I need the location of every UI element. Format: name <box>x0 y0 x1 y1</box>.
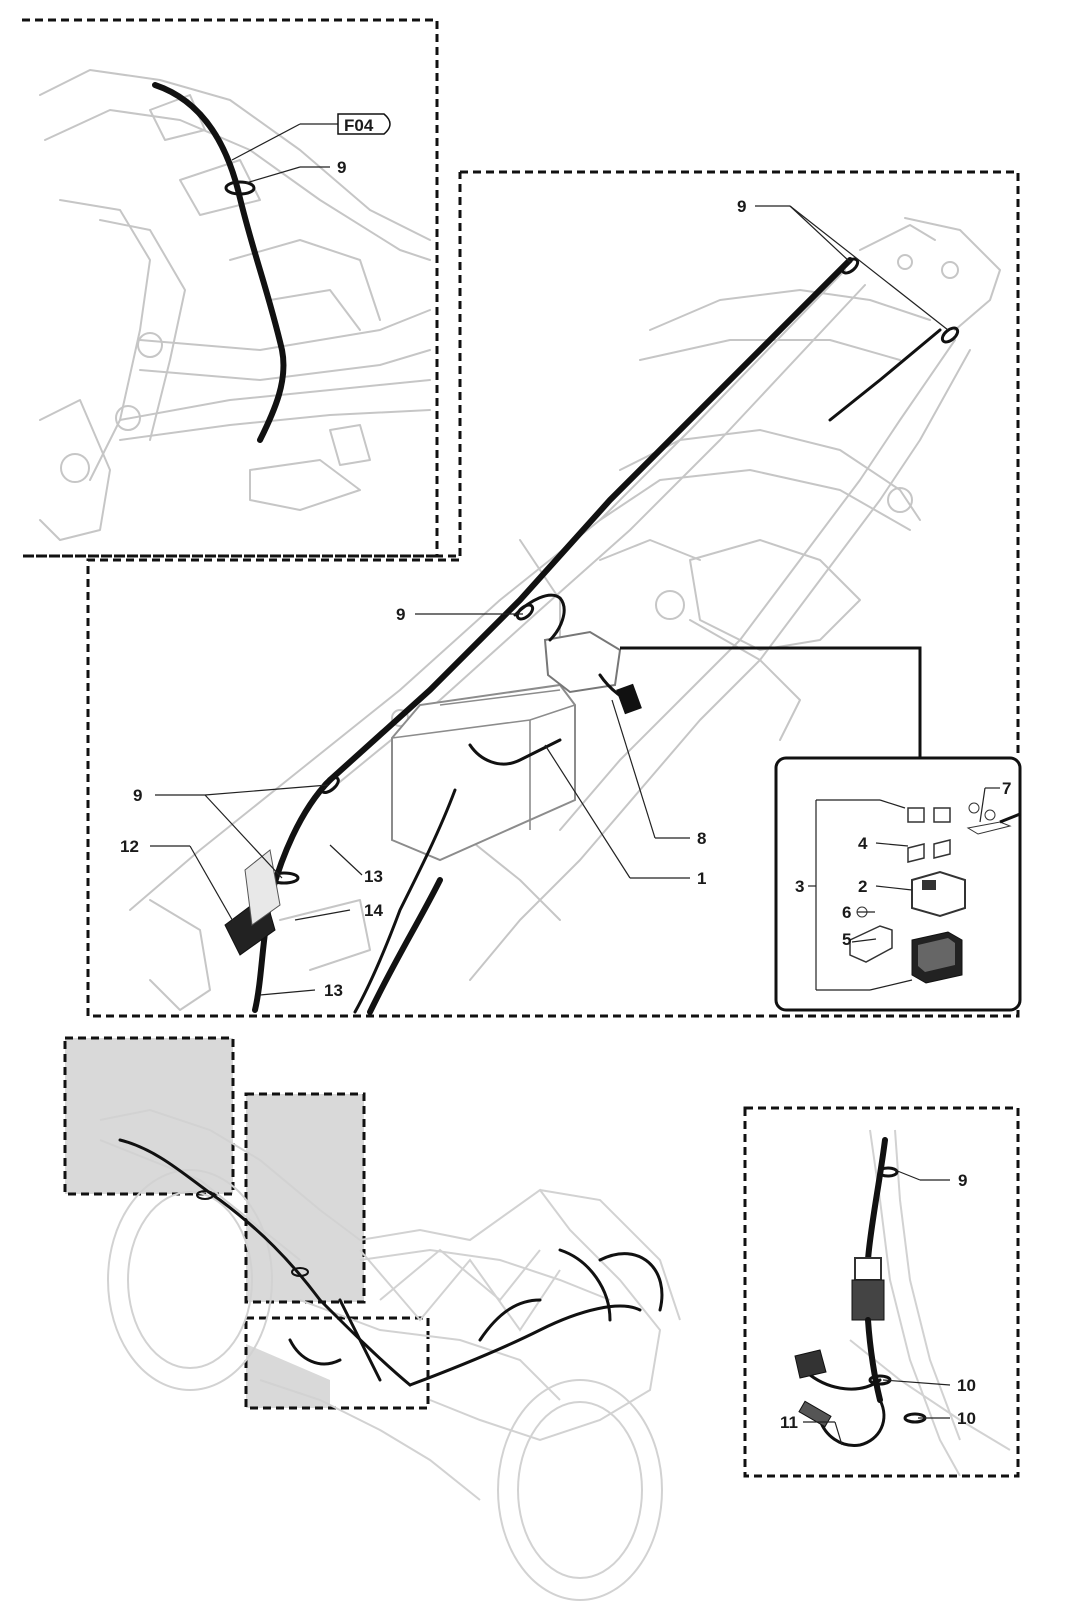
callout-4: 4 <box>858 834 868 853</box>
callout-12: 12 <box>120 837 139 856</box>
callout-11: 11 <box>780 1413 798 1432</box>
fuse-box-inset: 3 4 2 6 5 7 <box>774 756 1022 1012</box>
callout-f04: F04 <box>344 116 374 135</box>
callout-5: 5 <box>842 930 851 949</box>
callout-6: 6 <box>842 903 851 922</box>
callout-9-front: 9 <box>337 158 346 177</box>
callout-1: 1 <box>697 869 706 888</box>
motorcycle-overview <box>63 1036 681 1601</box>
callout-9-left: 9 <box>133 786 142 805</box>
callout-2: 2 <box>858 877 867 896</box>
callout-3: 3 <box>795 877 804 896</box>
callout-8: 8 <box>697 829 706 848</box>
callout-14: 14 <box>364 901 383 920</box>
detail-panel-front-frame: F04 9 <box>22 18 460 558</box>
callout-9-mid: 9 <box>396 605 405 624</box>
callout-10-upper: 10 <box>957 1376 976 1395</box>
callout-9-rear-top: 9 <box>737 197 746 216</box>
detail-panel-rear-frame: 9 9 9 12 13 14 13 1 8 <box>86 170 1020 1018</box>
detail-panel-socket: 9 10 10 11 <box>743 1106 1020 1478</box>
callout-7: 7 <box>1002 779 1011 798</box>
callout-10-lower: 10 <box>957 1409 976 1428</box>
callout-13-lower: 13 <box>324 981 343 1000</box>
callout-13-upper: 13 <box>364 867 383 886</box>
callout-9-socket: 9 <box>958 1171 967 1190</box>
